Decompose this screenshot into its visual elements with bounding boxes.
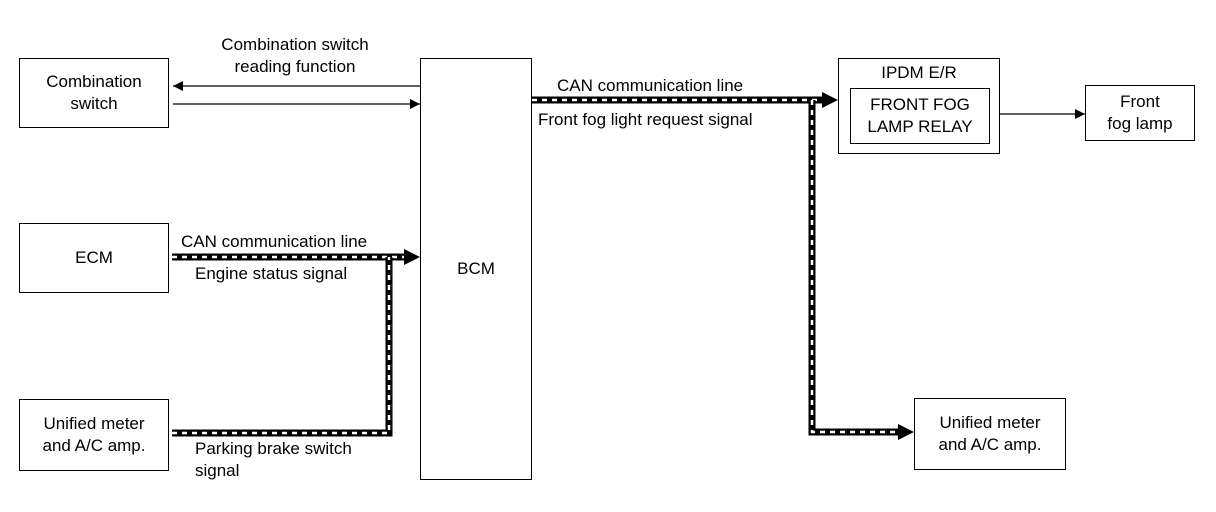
ecm-label: ECM [75,248,113,267]
front-fog-light-request-signal-label: Front fog light request signal [538,110,753,129]
engine-status-signal-label: Engine status signal [195,264,348,283]
can-line-unified-meter-to-bcm [172,257,393,437]
combination-switch-reading-label: Combination switch reading function [221,35,369,76]
ecm-box: ECM [19,223,169,293]
can-line-bcm-to-ipdm [532,92,838,108]
unified-meter-left-label: Unified meter and A/C amp. [42,414,146,455]
front-fog-lamp-label: Front fog lamp [1107,92,1173,133]
bcm-label: BCM [457,259,495,278]
can-line-ecm-label: CAN communication line [181,232,368,251]
combination-switch-box: Combination switch [19,58,169,128]
can-line-bcm-to-unified-meter [808,100,914,440]
front-fog-lamp-relay-box: FRONT FOG LAMP RELAY [850,88,990,144]
bcm-box: BCM [420,58,532,480]
unified-meter-right-box: Unified meter and A/C amp. [914,398,1066,470]
parking-brake-switch-signal-label: Parking brake switch signal [195,439,352,480]
ipdm-er-label: IPDM E/R [881,63,957,82]
unified-meter-left-box: Unified meter and A/C amp. [19,399,169,471]
can-line-ecm-to-bcm [172,249,420,265]
front-fog-lamp-relay-label: FRONT FOG LAMP RELAY [867,95,973,136]
unified-meter-right-label: Unified meter and A/C amp. [938,413,1042,454]
combination-switch-label: Combination switch [46,72,142,113]
front-fog-lamp-box: Front fog lamp [1085,85,1195,141]
can-line-bcm-label: CAN communication line [557,76,744,95]
